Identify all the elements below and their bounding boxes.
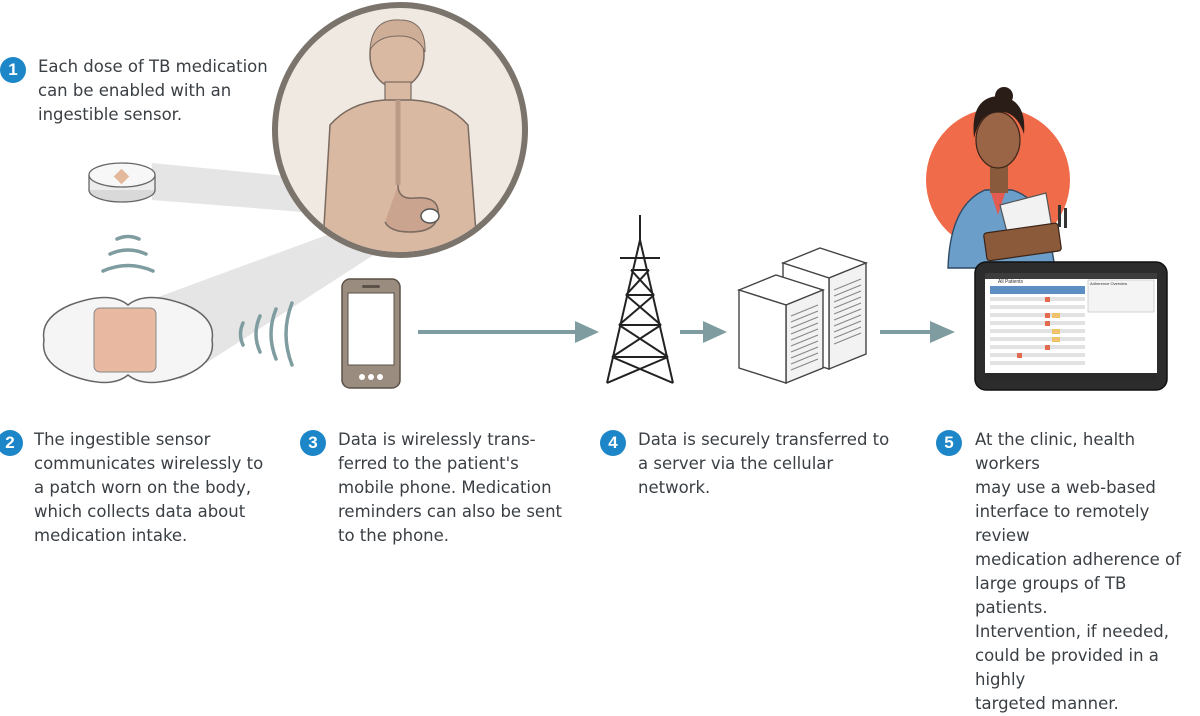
tablet [974,261,1168,391]
step-4-number: 4 [600,430,626,456]
step-3-text: Data is wirelessly trans- ferred to the … [338,430,562,545]
illustration [42,2,1168,391]
servers [736,247,869,385]
wireless-waves-horizontal [238,301,294,367]
health-worker [926,87,1070,269]
cell-tower [606,215,674,384]
tablet-panel-title: Adherence Overview [1090,281,1128,286]
pill-sensor [88,162,156,203]
step-2-number: 2 [0,430,23,456]
step-5-number: 5 [936,430,962,456]
arrow-tower-to-server [680,321,727,343]
tablet-title: All Patients [998,279,1024,285]
body-patch [42,296,214,384]
step-5-text: At the clinic, health workers may use a … [975,430,1181,713]
step-1-number: 1 [0,57,26,83]
wireless-waves-vertical [101,234,155,273]
step-4-text: Data is securely transferred to a server… [638,430,890,497]
step-2-text: The ingestible sensor communicates wirel… [34,430,264,545]
body-diagram [272,2,528,258]
patch-beam [150,210,420,380]
step-3-number: 3 [300,430,326,456]
arrow-server-to-tablet [880,321,955,343]
arrow-phone-to-tower [418,321,599,343]
step-1-text: Each dose of TB medication can be enable… [38,57,268,124]
mobile-phone [341,278,401,389]
